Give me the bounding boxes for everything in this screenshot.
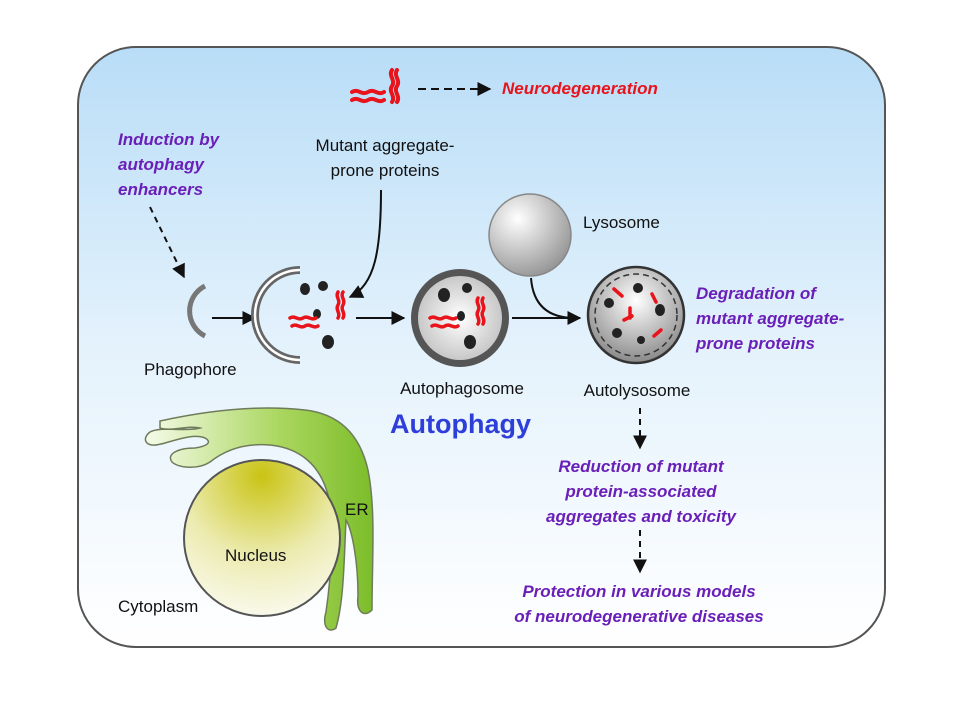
lysosome-label: Lysosome bbox=[583, 213, 660, 232]
degradation-label-line1: Degradation of bbox=[696, 284, 816, 303]
mutant-protein-squiggles-icon bbox=[350, 68, 401, 104]
cytoplasm-label: Cytoplasm bbox=[118, 597, 199, 616]
induction-label-line2: autophagy bbox=[118, 155, 204, 174]
autolysosome-icon bbox=[586, 265, 686, 365]
phagophore-label: Phagophore bbox=[144, 360, 237, 379]
reduction-label-line3: aggregates and toxicity bbox=[546, 507, 736, 526]
arrow-proteins-to-phagophore bbox=[348, 189, 382, 298]
arrow-lysosome-to-autolysosome bbox=[530, 277, 576, 319]
mutant-proteins-label-line2: prone proteins bbox=[330, 161, 440, 180]
autophagy-title: Autophagy bbox=[390, 409, 531, 439]
forming-autophagosome-icon bbox=[251, 266, 346, 364]
er-label: ER bbox=[345, 500, 369, 519]
autophagosome-icon bbox=[411, 269, 509, 367]
induction-label-line3: enhancers bbox=[118, 180, 204, 199]
protection-label-line1: Protection in various models bbox=[522, 582, 756, 601]
protection-label-line2: of neurodegenerative diseases bbox=[514, 607, 764, 626]
nucleus-icon bbox=[183, 459, 341, 617]
lysosome-icon bbox=[488, 193, 572, 277]
autolysosome-label: Autolysosome bbox=[583, 381, 691, 400]
arrow-induction-to-phagophore bbox=[149, 206, 185, 279]
autophagosome-label: Autophagosome bbox=[400, 379, 524, 398]
phagophore-icon bbox=[187, 283, 207, 339]
nucleus-label: Nucleus bbox=[225, 546, 287, 565]
reduction-label-line2: protein-associated bbox=[565, 482, 717, 501]
degradation-label-line3: prone proteins bbox=[696, 334, 816, 353]
mutant-proteins-label-line1: Mutant aggregate- bbox=[315, 136, 455, 155]
reduction-label-line1: Reduction of mutant bbox=[558, 457, 724, 476]
neurodegeneration-label: Neurodegeneration bbox=[502, 79, 658, 98]
induction-label-line1: Induction by bbox=[118, 130, 220, 149]
degradation-label-line2: mutant aggregate- bbox=[696, 309, 845, 328]
